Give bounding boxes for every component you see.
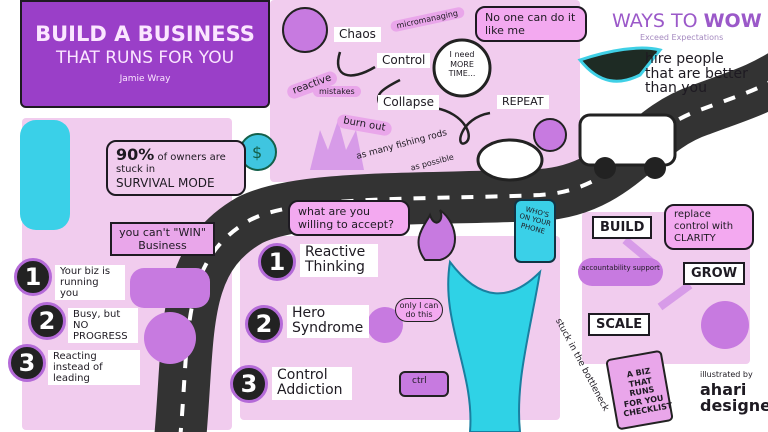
clock-text: I need MORE TIME... [448, 50, 476, 79]
title-card: BUILD A BUSINESS THAT RUNS FOR YOU Jamie… [20, 0, 270, 108]
arrow-icon [337, 51, 376, 77]
panicked-face-icon [144, 312, 196, 364]
bottleneck-splash-icon [447, 259, 542, 432]
checklist-notepad-icon [605, 350, 674, 430]
checklist-text: A BIZ THAT RUNS FOR YOU CHECKLIST [622, 366, 674, 419]
logo-text: WAYS TO [612, 10, 704, 32]
plant-icon [701, 301, 749, 349]
dollar-sign-icon: $ [252, 143, 262, 162]
flame-icon [417, 209, 456, 261]
credit-name: aharidesigner [700, 382, 768, 414]
left-list-item-1: Your biz is running you [55, 265, 125, 300]
exhaust-cloud-icon [476, 138, 544, 182]
firefighter-icon [20, 120, 70, 230]
win-banner: you can't "WIN" Business [110, 222, 215, 256]
arrow-down-icon [657, 281, 693, 311]
left-list-item-2: Busy, but NO PROGRESS [68, 308, 138, 343]
credit-by: illustrated by [700, 370, 753, 379]
wheel-icon [594, 157, 616, 179]
title-line2: THAT RUNS FOR YOU [55, 48, 235, 68]
chasing-figures-icon [130, 268, 210, 308]
fire-icon [310, 120, 364, 170]
accept-bubble: what are you willing to accept? [288, 200, 410, 237]
arrow-icon [434, 106, 491, 145]
stopwatch-icon [432, 38, 492, 98]
logo-tagline: Exceed Expectations [640, 33, 724, 42]
phone-icon [514, 199, 556, 263]
mistakes-tag: mistakes [313, 86, 361, 98]
control-label: Control [377, 53, 431, 69]
title-line1: BUILD A BUSINESS [35, 22, 255, 46]
mid-list-item-2: Hero Syndrome [287, 305, 369, 338]
survival-mode: SURVIVAL MODE [116, 176, 215, 191]
scale-step: SCALE [588, 313, 651, 336]
wheel-icon [644, 157, 666, 179]
collapse-label: Collapse [378, 95, 439, 111]
mid-list-item-1: Reactive Thinking [300, 244, 378, 277]
ctrl-key-icon [399, 371, 449, 397]
repeat-icon [533, 118, 567, 152]
car-icon [578, 113, 677, 167]
only-i-thought: only I can do this [395, 298, 443, 322]
number-2: 2 [245, 305, 283, 343]
number-2: 2 [28, 302, 66, 340]
number-1: 1 [14, 258, 52, 296]
author: Jamie Wray [119, 74, 171, 84]
logo-wow: WOW [703, 10, 762, 32]
bird-icon [577, 46, 663, 83]
credit-name-2: designer [700, 396, 768, 415]
hero-figure-icon [367, 307, 403, 343]
clarity-bubble: replace control with CLARITY [664, 204, 754, 250]
credit-name-1: ahari [700, 380, 747, 399]
build-step: BUILD [592, 216, 653, 239]
mid-list-item-3: Control Addiction [272, 367, 352, 400]
number-3: 3 [8, 344, 46, 382]
number-1: 1 [258, 243, 296, 281]
left-list-item-3: Reacting instead of leading [48, 350, 140, 385]
no-one-bubble: No one can do it like me [475, 6, 587, 43]
survival-text: of owners are stuck in [116, 152, 226, 176]
hire-text: hire people that are better than you [645, 51, 748, 97]
logo[interactable]: WAYS TO WOW [612, 10, 762, 32]
stressed-face-icon [282, 7, 328, 53]
chaos-label: Chaos [334, 27, 381, 43]
number-3: 3 [230, 365, 268, 403]
support-group: accountability support [578, 258, 663, 286]
survival-percent: 90% [116, 145, 155, 164]
grow-step: GROW [683, 262, 746, 285]
ctrl-key-label: ctrl [412, 376, 427, 386]
repeat-label: REPEAT [497, 95, 549, 110]
